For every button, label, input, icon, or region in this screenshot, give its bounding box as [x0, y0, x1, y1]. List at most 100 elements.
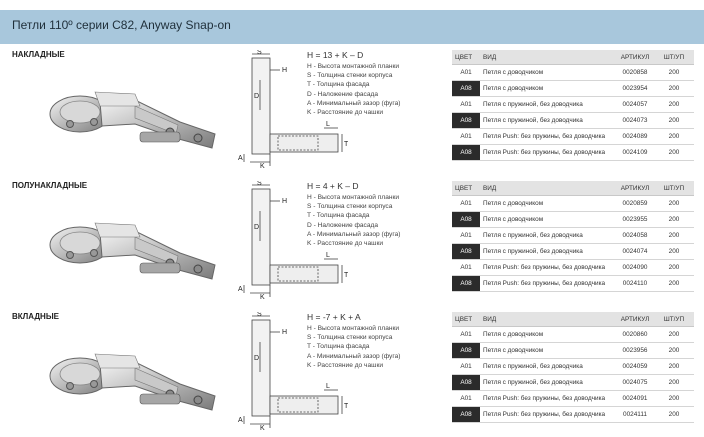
col-header-article: АРТИКУЛ	[616, 181, 654, 196]
legend-item: A - Минимальный зазор (фуга)	[307, 230, 401, 238]
qty-cell: 200	[654, 195, 694, 212]
article-cell: 0023955	[616, 211, 654, 228]
col-header-type: ВИД	[480, 312, 616, 327]
qty-cell: 200	[654, 243, 694, 260]
label-k: K	[260, 425, 265, 430]
formula: H = 4 + K – D	[307, 181, 359, 191]
legend-item: H - Высота монтажной планки	[307, 194, 400, 201]
formula: H = 13 + K – D	[307, 50, 364, 60]
legend-item: T - Толщина фасада	[307, 212, 370, 220]
color-cell: A08	[452, 80, 480, 97]
type-cell: Петля с доводчиком	[480, 326, 616, 343]
article-cell: 0024075	[616, 374, 654, 391]
color-cell: A08	[452, 243, 480, 260]
article-cell: 0023956	[616, 342, 654, 359]
color-cell: A08	[452, 374, 480, 391]
qty-cell: 200	[654, 342, 694, 359]
article-cell: 0023954	[616, 80, 654, 97]
col-header-article: АРТИКУЛ	[616, 50, 654, 65]
type-cell: Петля с доводчиком	[480, 80, 616, 97]
formula-block: H = 4 + K – D H - Высота монтажной планк…	[307, 181, 437, 248]
qty-cell: 200	[654, 227, 694, 244]
qty-cell: 200	[654, 64, 694, 81]
col-header-color: ЦВЕТ	[452, 181, 480, 196]
label-h: H	[282, 67, 287, 74]
article-cell: 0024090	[616, 259, 654, 276]
legend-item: H - Высота монтажной планки	[307, 63, 400, 70]
article-cell: 0024074	[616, 243, 654, 260]
article-cell: 0024110	[616, 275, 654, 292]
section-inset: ВКЛАДНЫЕ	[0, 312, 704, 437]
legend-item: K - Расстояние до чашки	[307, 240, 384, 248]
legend-item: S - Толщина стенки корпуса	[307, 334, 393, 342]
color-cell: A01	[452, 227, 480, 244]
qty-cell: 200	[654, 275, 694, 292]
label-s: S	[257, 181, 262, 187]
qty-cell: 200	[654, 390, 694, 407]
color-cell: A01	[452, 259, 480, 276]
legend-item: D - Наложение фасада	[307, 221, 379, 229]
qty-cell: 200	[654, 358, 694, 375]
article-cell: 0020859	[616, 195, 654, 212]
legend-item: K - Расстояние до чашки	[307, 361, 384, 369]
color-cell: A01	[452, 195, 480, 212]
legend-list: H - Высота монтажной планки S - Толщина с…	[307, 324, 437, 370]
section-title: ВКЛАДНЫЕ	[12, 312, 59, 321]
color-cell: A08	[452, 211, 480, 228]
type-cell: Петля с доводчиком	[480, 195, 616, 212]
color-cell: A01	[452, 390, 480, 407]
qty-cell: 200	[654, 326, 694, 343]
type-cell: Петля с доводчиком	[480, 64, 616, 81]
type-cell: Петля с пружиной, без доводчика	[480, 112, 616, 129]
label-d: D	[254, 355, 259, 362]
label-k: K	[260, 294, 265, 299]
qty-cell: 200	[654, 144, 694, 161]
col-header-type: ВИД	[480, 181, 616, 196]
color-cell: A01	[452, 96, 480, 113]
type-cell: Петля Push: без пружины, без доводчика	[480, 275, 616, 292]
label-s: S	[257, 312, 262, 318]
legend-item: K - Расстояние до чашки	[307, 109, 384, 117]
legend-item: A - Минимальный зазор (фуга)	[307, 99, 401, 107]
label-s: S	[257, 50, 262, 56]
article-cell: 0024059	[616, 358, 654, 375]
legend-item: S - Толщина стенки корпуса	[307, 72, 393, 80]
col-header-qty: ШТ/УП	[654, 181, 694, 196]
type-cell: Петля Push: без пружины, без доводчика	[480, 259, 616, 276]
color-cell: A01	[452, 64, 480, 81]
section-overlay: НАКЛАДНЫЕ	[0, 50, 704, 175]
col-header-color: ЦВЕТ	[452, 50, 480, 65]
section-title: НАКЛАДНЫЕ	[12, 50, 65, 59]
color-cell: A01	[452, 128, 480, 145]
article-cell: 0020860	[616, 326, 654, 343]
label-h: H	[282, 198, 287, 205]
type-cell: Петля с пружиной, без доводчика	[480, 243, 616, 260]
qty-cell: 200	[654, 406, 694, 423]
label-t: T	[344, 141, 348, 148]
label-t: T	[344, 403, 348, 410]
type-cell: Петля Push: без пружины, без доводчика	[480, 128, 616, 145]
mounting-diagram: S H D L T A K	[238, 50, 348, 168]
color-cell: A08	[452, 144, 480, 161]
formula: H = -7 + K + A	[307, 312, 361, 322]
type-cell: Петля с пружиной, без доводчика	[480, 96, 616, 113]
qty-cell: 200	[654, 259, 694, 276]
qty-cell: 200	[654, 80, 694, 97]
type-cell: Петля с доводчиком	[480, 211, 616, 228]
legend-item: H - Высота монтажной планки	[307, 325, 400, 332]
type-cell: Петля Push: без пружины, без доводчика	[480, 406, 616, 423]
legend-item: D - Наложение фасада	[307, 90, 379, 98]
